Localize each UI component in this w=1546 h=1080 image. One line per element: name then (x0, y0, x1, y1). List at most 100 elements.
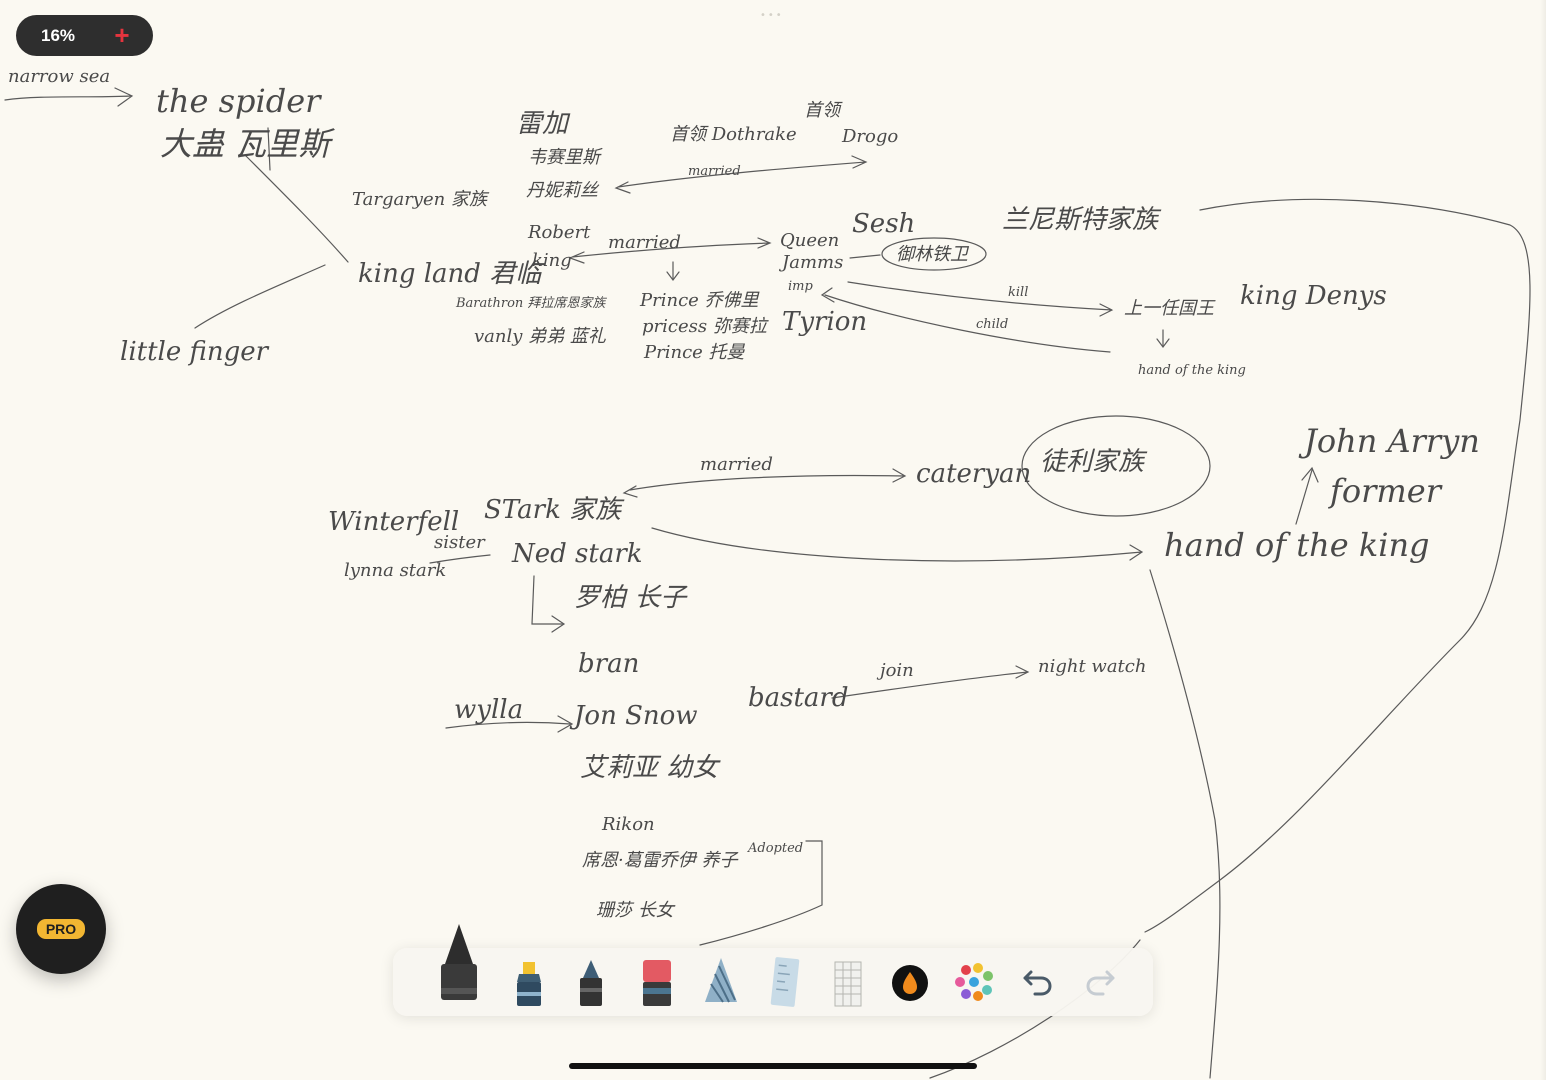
note-imp: imp (788, 279, 813, 294)
note-winterfell: Winterfell (328, 507, 459, 537)
plus-icon[interactable]: + (114, 20, 130, 50)
note-arya: 艾莉亚 幼女 (580, 753, 721, 783)
note-night-watch: night watch (1038, 656, 1146, 677)
zoom-level-readout: 16% (41, 25, 76, 45)
note-robert: Robert (527, 222, 591, 243)
note-kill: kill (1008, 285, 1028, 300)
note-king-denys: king Denys (1240, 281, 1387, 311)
note-lannister: 兰尼斯特家族 (1002, 205, 1162, 235)
pencil-icon[interactable] (703, 956, 739, 1008)
ink-stroke (699, 840, 823, 946)
fineliner-icon[interactable] (575, 958, 607, 1008)
note-theon: 席恩·葛雷乔伊 养子 (582, 850, 739, 871)
note-last-king: 上一任国王 (1124, 298, 1216, 319)
note-little-finger: little finger (120, 337, 270, 367)
ink-stroke (622, 468, 907, 498)
ink-stroke (847, 281, 1114, 317)
note-sansa: 珊莎 长女 (596, 900, 676, 921)
ink-stroke (1149, 569, 1221, 1079)
note-child: child (976, 317, 1008, 332)
ruler-icon[interactable] (767, 956, 801, 1008)
note-drogo: Drogo (841, 126, 898, 147)
pro-badge: PRO (36, 919, 86, 939)
note-viserys: 韦赛里斯 (528, 147, 603, 168)
page-edge-shadow (1540, 0, 1546, 1080)
ink-stroke (445, 715, 574, 733)
note-hand-of-king: hand of the king (1164, 526, 1430, 564)
eraser-icon[interactable] (639, 958, 675, 1008)
ink-stroke (194, 264, 326, 329)
note-caterlyn: cateryan (916, 459, 1031, 489)
ink-stroke (4, 87, 134, 107)
note-prince-2: Prince 托曼 (643, 342, 746, 363)
color-picker-icon[interactable] (891, 964, 929, 1002)
note-dothrake: 首领 Dothrake (670, 124, 797, 145)
note-chieftain: 首领 (804, 100, 843, 121)
redo-icon[interactable] (1085, 966, 1117, 998)
note-rikon: Rikon (601, 814, 655, 835)
ink-circle (1021, 415, 1211, 517)
note-princess: pricess 弥赛拉 (642, 316, 769, 337)
note-stark: STark 家族 (484, 495, 625, 525)
note-tully: 徒利家族 (1040, 447, 1148, 477)
ink-stroke (244, 154, 349, 263)
ink-stroke (429, 554, 491, 564)
drag-handle[interactable]: ••• (760, 10, 784, 21)
ink-stroke (666, 261, 680, 281)
drawing-toolbar (393, 924, 1153, 1016)
home-indicator[interactable] (569, 1063, 977, 1069)
note-married-2: married (700, 454, 773, 475)
ink-stroke (614, 155, 868, 194)
note-adopted: Adopted (747, 841, 803, 856)
pro-upgrade-button[interactable]: PRO (16, 884, 106, 974)
grid-lasso-icon[interactable] (831, 958, 865, 1008)
note-ned-stark: Ned stark (511, 539, 643, 569)
note-join: join (876, 660, 914, 681)
note-married-1: married (608, 232, 681, 253)
note-rhaegar: 雷加 (516, 109, 571, 139)
ink-stroke (531, 575, 566, 633)
note-tyrion: Tyrion (782, 307, 867, 337)
highlighter-icon[interactable] (511, 960, 547, 1008)
ink-stroke (820, 287, 1111, 353)
ink-stroke (651, 527, 1144, 562)
note-daenerys: 丹妮莉丝 (526, 180, 600, 201)
note-king: king (532, 250, 572, 271)
note-sister: sister (434, 532, 486, 553)
note-former: former (1328, 472, 1443, 510)
undo-icon[interactable] (1021, 966, 1053, 998)
note-wylla: wylla (454, 695, 523, 725)
note-queen: Queen (780, 230, 839, 251)
note-hand-of-king-small: hand of the king (1138, 363, 1246, 378)
note-robb: 罗柏 长子 (574, 583, 688, 613)
note-jon-snow: Jon Snow (569, 701, 698, 731)
ink-stroke (568, 237, 772, 264)
note-john-arryn: John Arryn (1298, 422, 1480, 460)
note-kingsguard: 御林铁卫 (896, 244, 970, 265)
note-narrow-sea: narrow sea (8, 66, 110, 87)
ink-stroke (831, 665, 1030, 699)
note-bastard: bastard (748, 683, 849, 713)
note-the-spider: the spider (156, 82, 322, 120)
note-bran: bran (578, 649, 639, 679)
note-james: Jamms (778, 252, 843, 273)
ink-stroke (267, 127, 271, 171)
note-baratheon: Barathron 拜拉席恩家族 (455, 295, 607, 311)
note-kingland: king land 君临 (358, 259, 545, 289)
ink-stroke (849, 254, 881, 259)
ink-circle (881, 237, 987, 271)
note-sesh: Sesh (852, 209, 915, 239)
note-lynna: lynna stark (344, 560, 446, 581)
ink-stroke (1156, 329, 1170, 348)
zoom-control[interactable]: 16% + (16, 15, 153, 56)
palette-icon[interactable] (953, 962, 995, 1002)
note-targaryen: Targaryen 家族 (352, 189, 490, 210)
ink-stroke (1295, 466, 1319, 525)
ink-stroke (1144, 198, 1531, 933)
note-married-small: married (688, 164, 741, 179)
note-renly: vanly 弟弟 蓝礼 (474, 326, 607, 347)
note-spider-cn: 大蛊 瓦里斯 (160, 125, 335, 163)
pen-tool-icon[interactable] (433, 922, 485, 1006)
